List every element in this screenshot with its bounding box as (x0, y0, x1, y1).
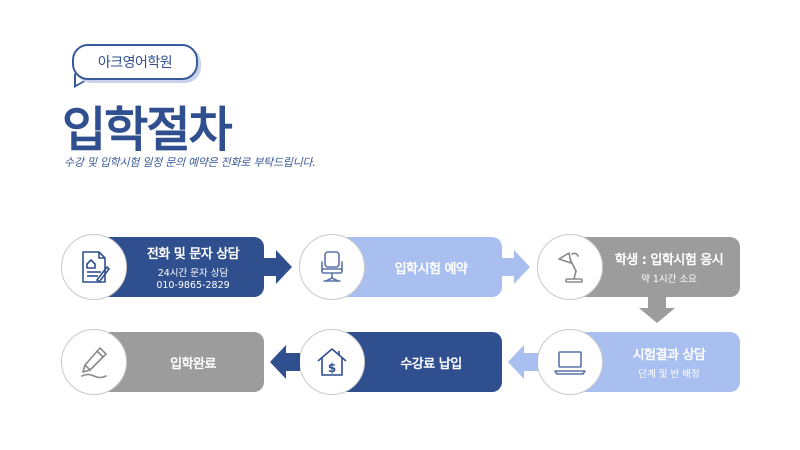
page-title: 입학절차 (62, 102, 233, 158)
step-result-consult: 시험결과 상담 단계 및 반 배정 (537, 329, 740, 395)
step-title: 입학완료 (170, 356, 216, 372)
arrow-right-icon (262, 250, 292, 284)
step-phone-consult: 전화 및 문자 상담 24시간 문자 상담 010-9865-2829 (61, 234, 264, 300)
step-detail: 약 1시간 소요 (641, 274, 697, 285)
step-admission-complete: 입학완료 (61, 329, 264, 395)
arrow-left-icon (508, 345, 538, 379)
desk-lamp-icon (537, 234, 603, 300)
step-title: 입학시험 예약 (394, 261, 468, 277)
page-subtitle: 수강 및 입학시험 일정 문의 예약은 전화로 부탁드립니다. (64, 156, 316, 169)
arrow-left-icon (270, 345, 300, 379)
pencil-icon (61, 329, 127, 395)
step-title: 수강료 납입 (400, 356, 462, 372)
step-tuition-payment: $ 수강료 납입 (299, 329, 502, 395)
document-icon (61, 234, 127, 300)
svg-text:$: $ (328, 361, 336, 375)
laptop-icon (537, 329, 603, 395)
step-phone-number: 010-9865-2829 (156, 280, 230, 291)
office-chair-icon (299, 234, 365, 300)
step-detail: 24시간 문자 상담 (157, 268, 229, 279)
step-title: 시험결과 상담 (632, 348, 706, 363)
academy-name-badge: 아크영어학원 (72, 44, 198, 80)
step-detail: 단계 및 반 배정 (638, 369, 700, 380)
arrow-right-icon (500, 250, 530, 284)
step-title: 학생 : 입학시험 응시 (614, 253, 724, 268)
step-title: 전화 및 문자 상담 (146, 247, 240, 262)
step-take-exam: 학생 : 입학시험 응시 약 1시간 소요 (537, 234, 740, 300)
house-dollar-icon: $ (299, 329, 365, 395)
step-exam-reservation: 입학시험 예약 (299, 234, 502, 300)
arrow-down-icon (639, 297, 675, 323)
